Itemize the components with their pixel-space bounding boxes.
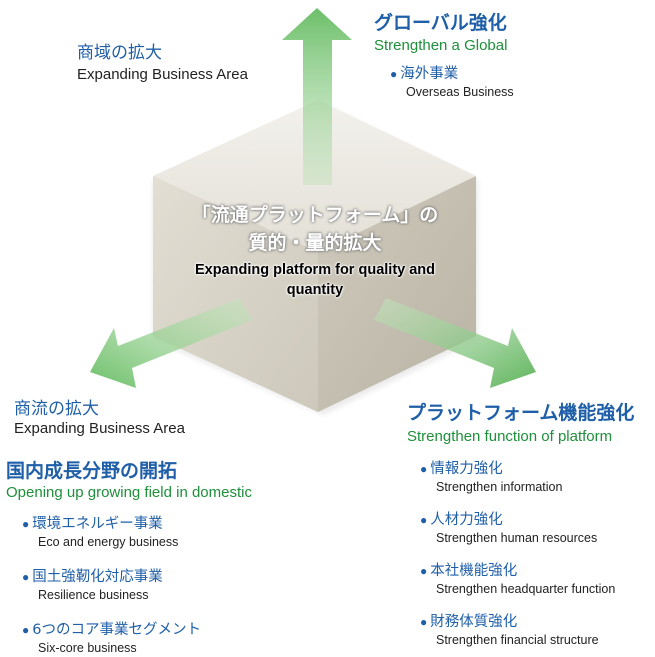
bottom-left-title-en: Opening up growing field in domestic	[6, 484, 252, 501]
center-title-en-line1: Expanding platform for quality and	[194, 262, 436, 278]
mid-left-title-jp: 商流の拡大	[14, 399, 99, 419]
bullet-icon: ●	[22, 517, 30, 531]
bottom-right-item: ●情報力強化 Strengthen information	[420, 457, 562, 494]
bullet-icon: ●	[390, 67, 398, 81]
top-right-title-en: Strengthen a Global	[374, 37, 508, 54]
bullet-icon: ●	[420, 462, 428, 476]
item-en: Strengthen financial structure	[436, 633, 599, 647]
bottom-left-title-jp: 国内成長分野の開拓	[6, 460, 178, 482]
bottom-right-item: ●財務体質強化 Strengthen financial structure	[420, 610, 599, 647]
arrow-down-right	[374, 298, 536, 388]
bullet-icon: ●	[22, 623, 30, 637]
item-jp: 財務体質強化	[430, 614, 518, 630]
item-en: Eco and energy business	[38, 535, 179, 549]
bottom-left-item: ●6つのコア事業セグメント Six-core business	[22, 618, 201, 655]
item-en: Strengthen headquarter function	[436, 582, 616, 596]
item-jp: 6つのコア事業セグメント	[32, 622, 201, 638]
top-right-item: ●海外事業 Overseas Business	[390, 62, 514, 99]
item-en: Strengthen human resources	[436, 531, 598, 545]
top-right-title-jp: グローバル強化	[374, 12, 507, 34]
mid-left-title-en: Expanding Business Area	[14, 420, 185, 437]
bottom-right-item: ●人材力強化 Strengthen human resources	[420, 508, 597, 545]
top-left-title-en: Expanding Business Area	[77, 66, 248, 83]
arrow-down-left	[90, 298, 252, 388]
cube-right-face	[318, 176, 476, 412]
bottom-left-item: ●国土強靭化対応事業 Resilience business	[22, 565, 163, 602]
arrow-up	[282, 8, 352, 185]
item-en: Resilience business	[38, 588, 149, 602]
item-jp: 本社機能強化	[430, 563, 518, 579]
bottom-right-title-en: Strengthen function of platform	[407, 428, 613, 445]
center-title-jp-line2: 質的・量的拡大	[248, 232, 382, 254]
item-jp: 人材力強化	[430, 512, 503, 528]
item-jp: 海外事業	[400, 66, 459, 82]
item-en: Six-core business	[38, 641, 137, 655]
item-en: Overseas Business	[406, 85, 514, 99]
item-jp: 情報力強化	[430, 461, 503, 477]
item-jp: 環境エネルギー事業	[32, 516, 163, 532]
center-title-jp-line1: 「流通プラットフォーム」の	[191, 204, 439, 226]
bottom-right-item: ●本社機能強化 Strengthen headquarter function	[420, 559, 615, 596]
center-title-en-line2: quantity	[286, 282, 344, 298]
bullet-icon: ●	[22, 570, 30, 584]
item-en: Strengthen information	[436, 480, 563, 494]
bullet-icon: ●	[420, 513, 428, 527]
item-jp: 国土強靭化対応事業	[32, 569, 163, 585]
bullet-icon: ●	[420, 564, 428, 578]
cube-left-face	[153, 176, 318, 412]
bottom-right-title-jp: プラットフォーム機能強化	[407, 402, 635, 424]
top-left-title-jp: 商域の拡大	[77, 43, 162, 63]
bullet-icon: ●	[420, 615, 428, 629]
bottom-left-item: ●環境エネルギー事業 Eco and energy business	[22, 512, 178, 549]
